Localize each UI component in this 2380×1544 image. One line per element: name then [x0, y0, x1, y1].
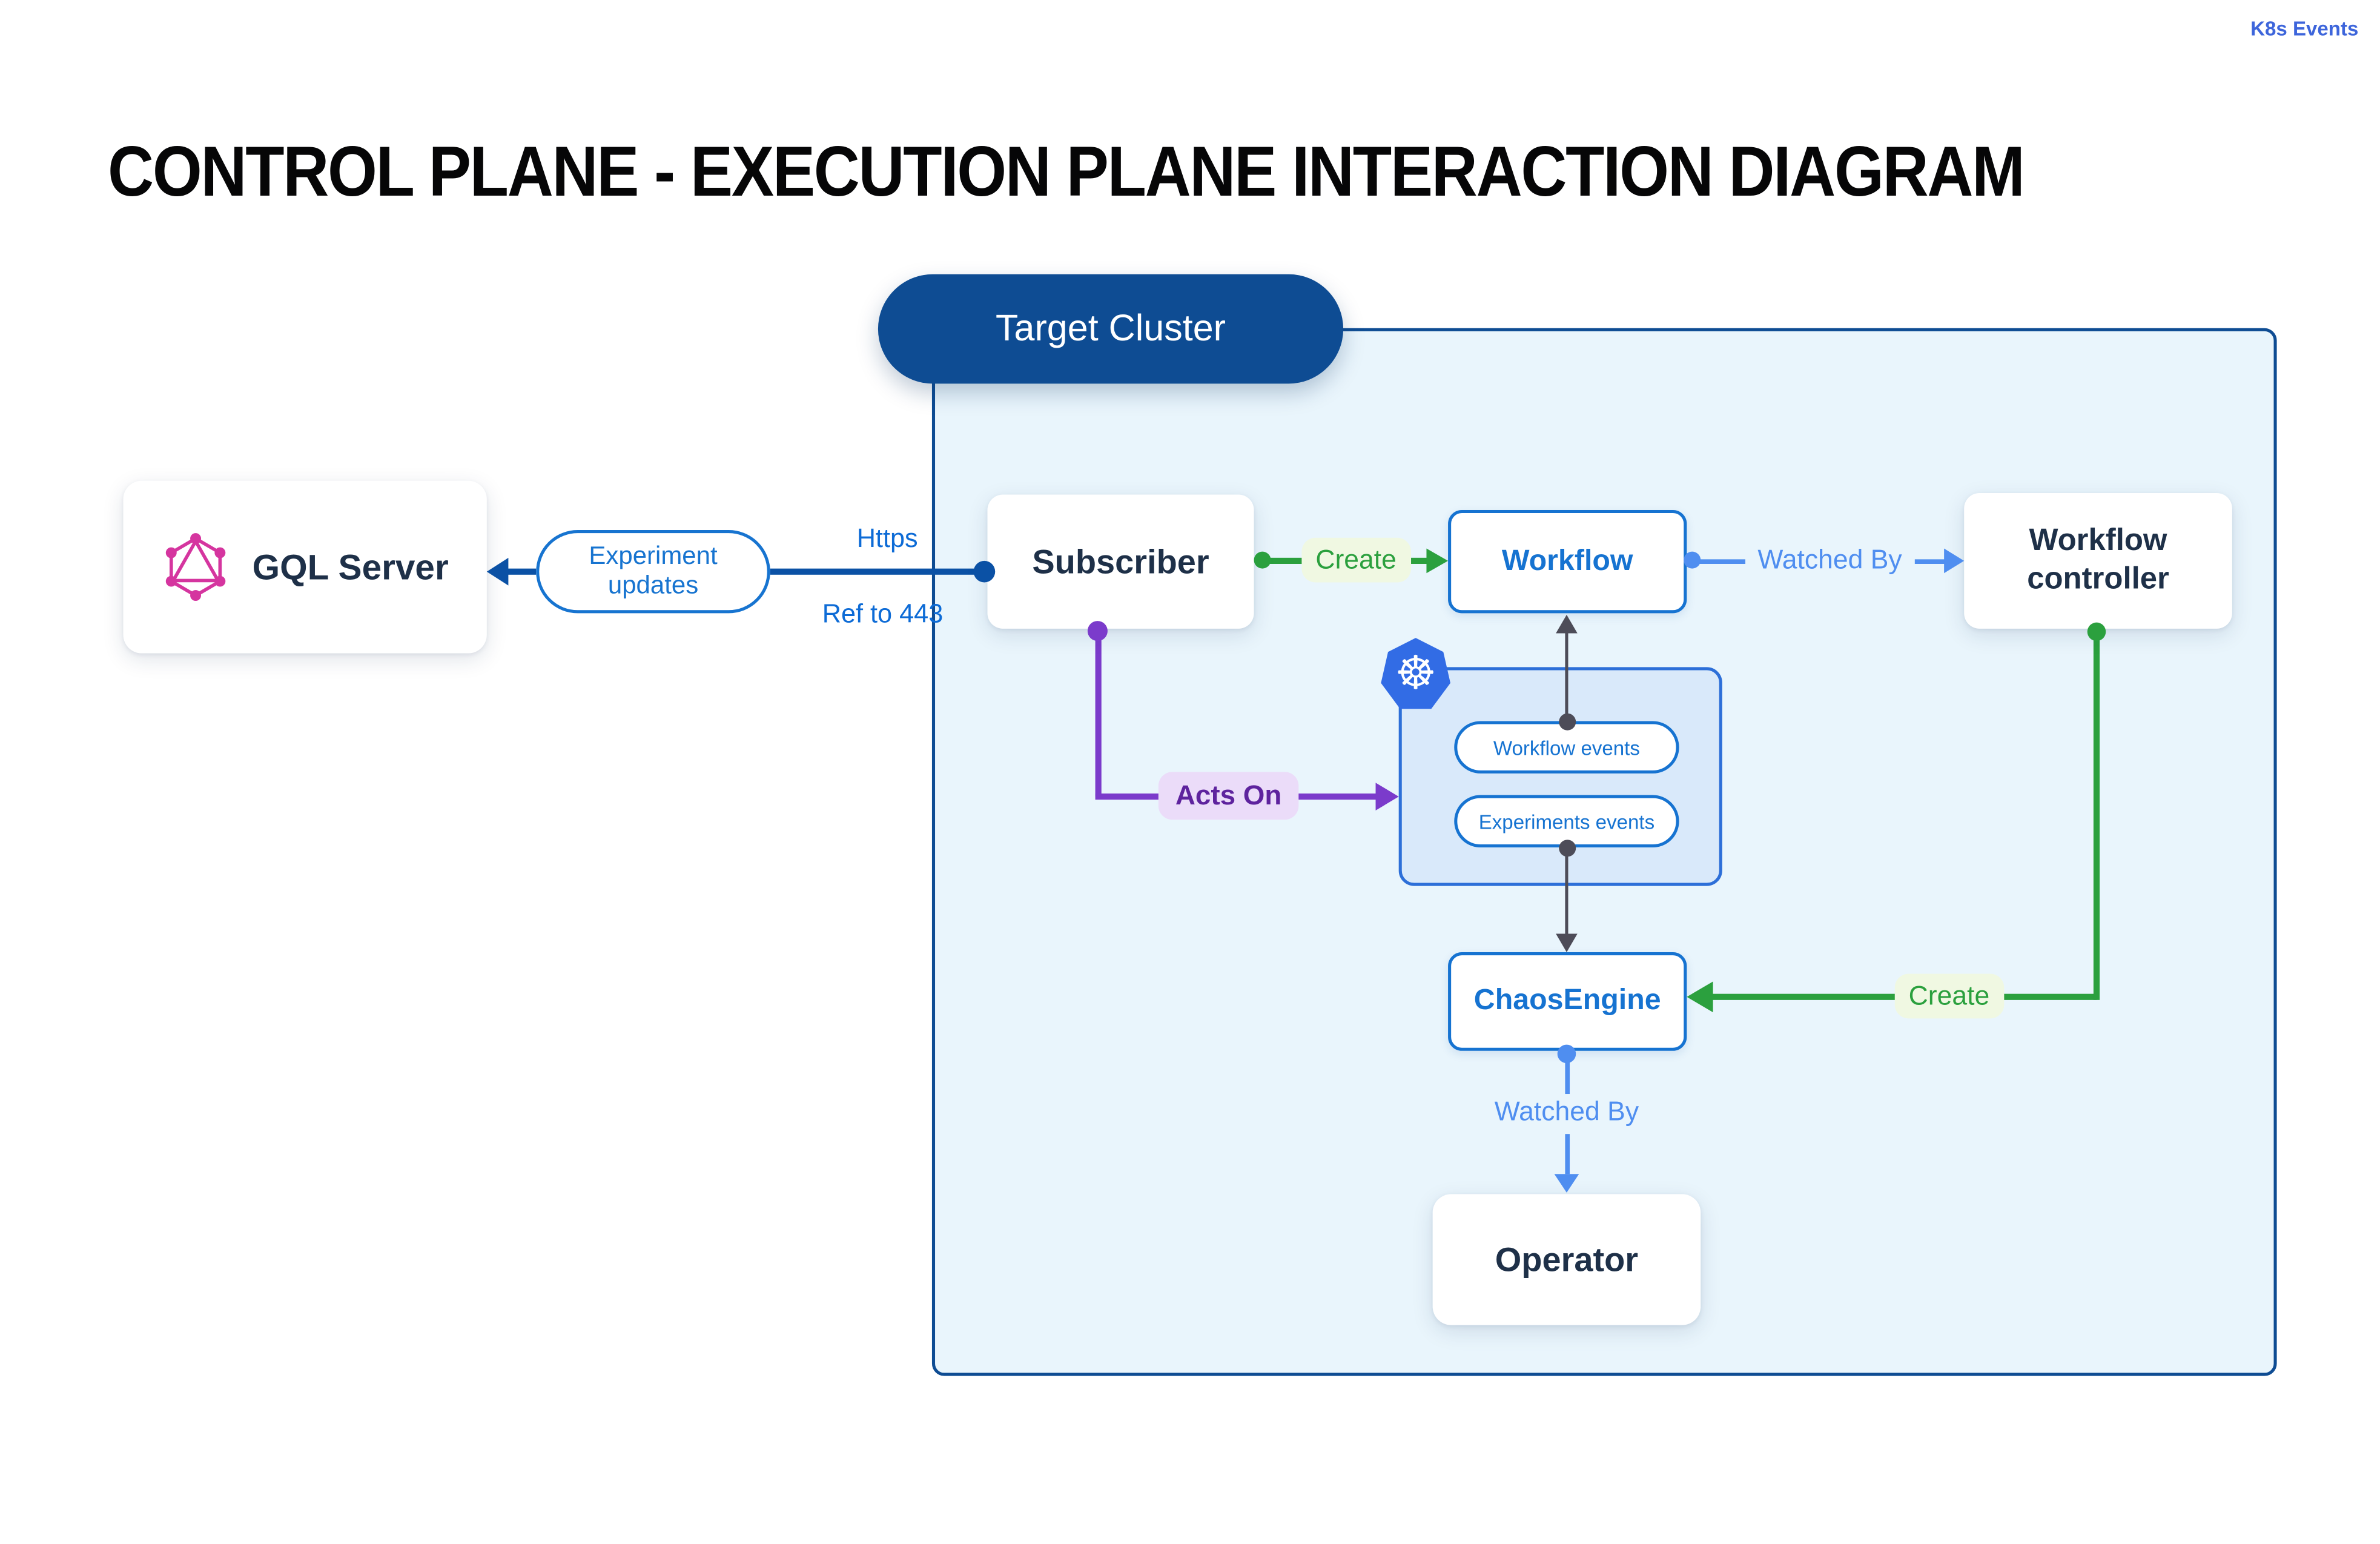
edge-label-experiment-updates: Experiment updates [536, 530, 770, 614]
arrowhead-to-gql-server [486, 557, 509, 586]
edge-label-watched-by-operator: Watched By [1494, 1095, 1639, 1127]
edge-label-create-workflow: Create [1301, 537, 1410, 583]
target-cluster-label: Target Cluster [995, 307, 1226, 350]
workflow-label: Workflow [1501, 545, 1633, 577]
gql-server-label: GQL Server [252, 546, 449, 586]
acts-on-source-dot [1087, 621, 1108, 641]
arrowhead-to-workflow-controller [1944, 548, 1965, 574]
operator-label: Operator [1495, 1239, 1639, 1278]
node-subscriber: Subscriber [987, 494, 1254, 629]
watched-by-operator-line-bottom [1564, 1134, 1569, 1175]
node-workflow: Workflow [1448, 509, 1687, 614]
node-gql-server: GQL Server [123, 480, 487, 654]
create-chaosengine-line-vertical [2093, 631, 2100, 1000]
workflow-controller-label: Workflow controller [2027, 523, 2169, 597]
kubernetes-icon: ☸ [1381, 638, 1450, 709]
node-workflow-controller: Workflow controller [1964, 492, 2232, 629]
arrowhead-to-workflow [1426, 548, 1449, 574]
create-workflow-source-dot [1254, 551, 1271, 569]
watched-by-workflow-source-dot [1684, 551, 1701, 569]
target-cluster-pill: Target Cluster [878, 274, 1344, 384]
arrowhead-to-chaosengine [1687, 981, 1713, 1013]
watched-by-operator-source-dot [1557, 1044, 1576, 1064]
https-line-segment-left [506, 569, 537, 575]
k8s-events-label: K8s Events [2250, 16, 2359, 41]
edge-label-https: Https [856, 523, 918, 554]
node-workflow-events: Workflow events [1454, 721, 1679, 774]
arrowhead-down-to-chaosengine [1556, 933, 1578, 953]
edge-label-create-chaosengine: Create [1894, 973, 2004, 1019]
watched-by-operator-line-top [1564, 1056, 1569, 1095]
graphql-icon [162, 530, 230, 604]
node-operator: Operator [1432, 1194, 1701, 1325]
https-line-segment-right [770, 569, 982, 575]
arrowhead-up-to-workflow [1556, 614, 1578, 634]
arrowhead-to-operator [1554, 1174, 1579, 1193]
https-line-endpoint-dot [973, 560, 996, 583]
chaos-engine-label: ChaosEngine [1473, 984, 1661, 1017]
arrowhead-to-k8s-events [1375, 783, 1399, 810]
node-chaos-engine: ChaosEngine [1448, 952, 1687, 1051]
workflow-events-connector-line [1564, 630, 1568, 723]
acts-on-line-vertical [1094, 630, 1101, 797]
create-chaosengine-source-dot [2087, 622, 2106, 641]
edge-label-watched-by-workflow: Watched By [1745, 540, 1915, 580]
workflow-events-connector-dot [1558, 712, 1575, 730]
edge-label-acts-on: Acts On [1158, 772, 1299, 820]
experiments-events-connector-line [1564, 846, 1568, 937]
page-title: CONTROL PLANE - EXECUTION PLANE INTERACT… [108, 131, 2025, 211]
edge-label-ref-443: Ref to 443 [822, 599, 944, 629]
experiments-events-connector-dot [1558, 839, 1575, 856]
subscriber-label: Subscriber [1032, 542, 1209, 580]
